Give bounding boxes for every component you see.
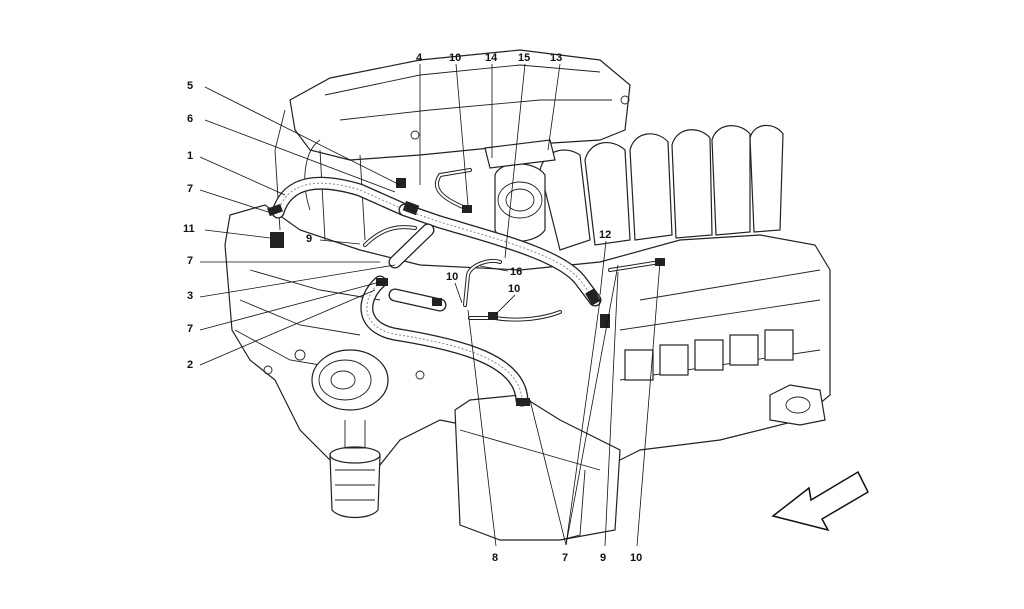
intake-runners xyxy=(539,124,784,251)
callout-10: 10 xyxy=(446,271,458,283)
callout-4: 4 xyxy=(416,52,423,64)
callout-7: 7 xyxy=(187,255,193,267)
callout-10: 10 xyxy=(508,283,520,295)
callout-16: 16 xyxy=(510,266,522,278)
callout-13: 13 xyxy=(550,52,562,64)
crank-pulley xyxy=(311,349,389,411)
breather-hoses xyxy=(271,176,602,407)
callout-11: 11 xyxy=(183,223,195,235)
callout-14: 14 xyxy=(485,52,498,64)
callout-9: 9 xyxy=(306,233,312,245)
engine-illustration xyxy=(224,49,831,541)
small-tubes xyxy=(363,168,662,322)
callout-labels: 5 6 1 7 11 9 7 3 7 2 4 10 14 15 13 12 16… xyxy=(183,52,642,564)
callout-7: 7 xyxy=(187,183,193,195)
exhaust-manifold xyxy=(619,269,821,381)
callout-6: 6 xyxy=(187,113,193,125)
callout-15: 15 xyxy=(518,52,530,64)
engine-block xyxy=(224,204,831,471)
oil-filter xyxy=(329,420,381,519)
callout-1: 1 xyxy=(187,150,193,162)
callout-7: 7 xyxy=(187,323,193,335)
callout-12: 12 xyxy=(599,229,611,241)
hose-clamps xyxy=(267,178,665,406)
callout-10: 10 xyxy=(630,552,642,564)
callout-10: 10 xyxy=(449,52,461,64)
callout-7: 7 xyxy=(562,552,568,564)
callout-9: 9 xyxy=(600,552,606,564)
callout-3: 3 xyxy=(187,290,193,302)
leader-lines xyxy=(199,63,661,547)
callout-5: 5 xyxy=(187,80,193,92)
air-intake-plenum xyxy=(289,49,631,161)
throttle-body xyxy=(494,163,546,242)
front-direction-arrow-icon xyxy=(771,470,869,532)
callout-2: 2 xyxy=(187,359,193,371)
oil-tank xyxy=(454,394,621,541)
callout-8: 8 xyxy=(492,552,498,564)
